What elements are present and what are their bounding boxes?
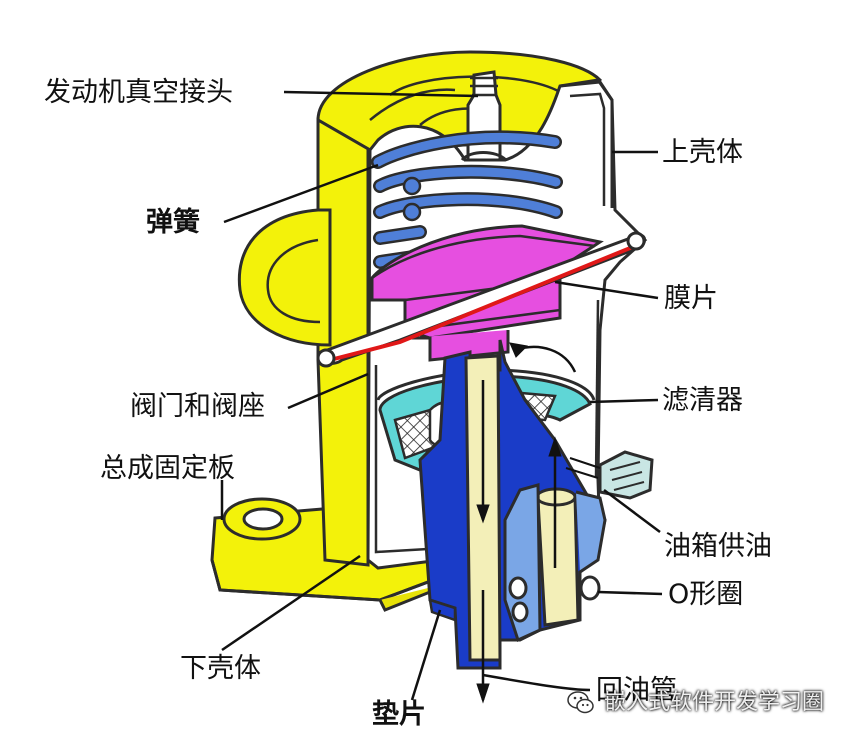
outer-housing xyxy=(237,50,602,567)
label-lower-housing: 下壳体 xyxy=(180,653,261,684)
leader-lower-housing xyxy=(221,554,361,652)
leader-gasket xyxy=(410,609,442,701)
leader-diaphragm xyxy=(554,280,659,300)
label-o-ring: O形圈 xyxy=(668,579,744,610)
watermark-text: 嵌入式软件开发学习圈 xyxy=(604,690,825,715)
leader-return-pipe xyxy=(482,673,591,692)
inlet-fitting xyxy=(598,450,654,500)
wechat-icon xyxy=(567,691,594,714)
flow-arrows xyxy=(476,342,601,704)
watermark: 嵌入式软件开发学习圈 xyxy=(566,688,824,718)
label-upper-housing: 上壳体 xyxy=(662,137,743,168)
leader-vacuum-connector xyxy=(283,90,479,98)
label-return-pipe: 回油管 xyxy=(596,675,677,706)
leader-tank-supply xyxy=(603,489,661,533)
leader-lines xyxy=(220,90,663,701)
leader-filter xyxy=(589,398,659,404)
label-vacuum-connector: 发动机真空接头 xyxy=(44,77,233,108)
label-tank-supply: 油箱供油 xyxy=(664,531,772,562)
label-filter: 滤清器 xyxy=(662,385,743,416)
label-gasket: 垫片 xyxy=(372,699,426,730)
diaphragm-plate xyxy=(370,224,604,362)
diaphragm-membrane xyxy=(316,231,646,368)
leader-valve-seat xyxy=(287,372,369,410)
leader-spring xyxy=(223,163,379,224)
label-valve-seat: 阀门和阀座 xyxy=(130,391,265,422)
label-diaphragm: 膜片 xyxy=(664,283,718,314)
label-spring: 弹簧 xyxy=(146,207,200,238)
leader-o-ring xyxy=(597,590,663,596)
o-ring xyxy=(579,575,601,601)
label-mounting-plate: 总成固定板 xyxy=(100,453,235,484)
valve-body xyxy=(418,339,607,670)
gasket-shape xyxy=(428,598,457,622)
